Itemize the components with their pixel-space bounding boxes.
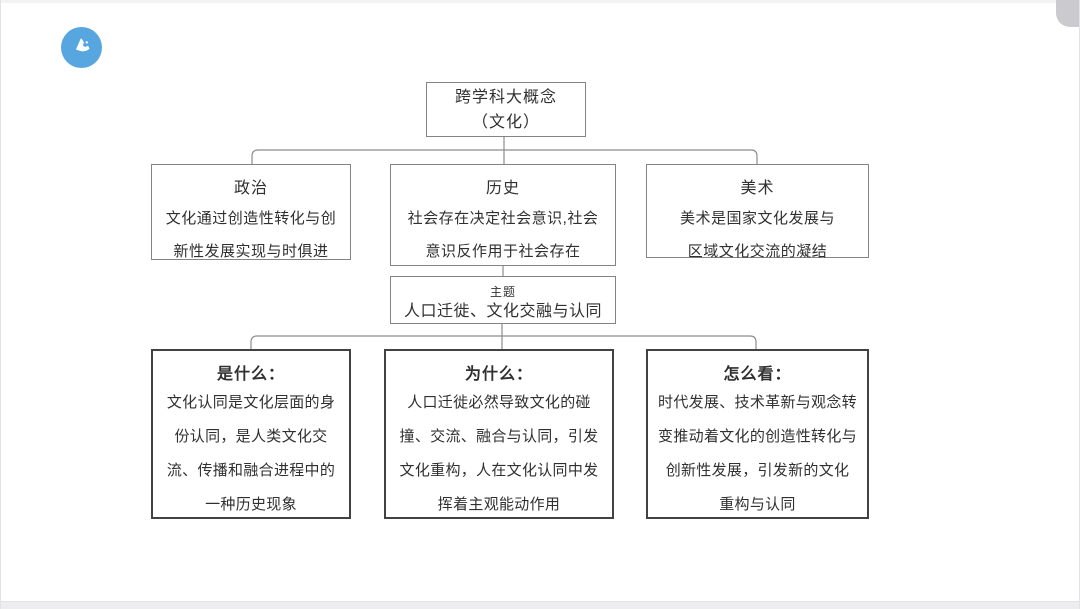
- question-body: 文化认同是文化层面的身 份认同，是人类文化交 流、传播和融合进程中的 一种历史现…: [166, 394, 336, 513]
- subject-title: 历史: [485, 180, 520, 197]
- rounded-corner-overlay: [1056, 0, 1079, 27]
- subject-body: 社会存在决定社会意识,社会 意识反作用于社会存在: [407, 210, 599, 260]
- node-question-how[interactable]: 怎么看： 时代发展、技术革新与观念转 变推动着文化的创造性转化与 创新性发展，引…: [646, 349, 869, 519]
- node-theme[interactable]: 主题 人口迁徙、文化交融与认同: [390, 276, 616, 324]
- question-title: 是什么：: [216, 366, 285, 383]
- node-politics[interactable]: 政治 文化通过创造性转化与创 新性发展实现与时俱进: [151, 164, 351, 260]
- mountain-logo-icon: [69, 32, 95, 63]
- question-body: 时代发展、技术革新与观念转 变推动着文化的创造性转化与 创新性发展，引发新的文化…: [658, 394, 857, 513]
- root-subtitle: （文化）: [471, 113, 540, 131]
- root-title: 跨学科大概念: [454, 88, 557, 106]
- node-root[interactable]: 跨学科大概念 （文化）: [426, 82, 586, 137]
- subject-title: 美术: [740, 180, 775, 197]
- node-art[interactable]: 美术 美术是国家文化发展与 区域文化交流的凝结: [646, 164, 869, 260]
- bottom-edge-strip: [1, 601, 1079, 609]
- node-question-why[interactable]: 为什么： 人口迁徙必然导致文化的碰 撞、交流、融合与认同，引发 文化重构，人在文…: [384, 349, 614, 519]
- app-logo[interactable]: [61, 27, 102, 68]
- node-question-what[interactable]: 是什么： 文化认同是文化层面的身 份认同，是人类文化交 流、传播和融合进程中的 …: [151, 349, 351, 519]
- theme-label: 主题: [489, 285, 516, 299]
- question-body: 人口迁徙必然导致文化的碰 撞、交流、融合与认同，引发 文化重构，人在文化认同中发…: [399, 394, 599, 513]
- question-title: 为什么：: [464, 366, 533, 383]
- subject-body: 文化通过创造性转化与创 新性发展实现与时俱进: [165, 210, 337, 260]
- theme-title: 人口迁徙、文化交融与认同: [403, 303, 602, 320]
- subject-body: 美术是国家文化发展与 区域文化交流的凝结: [679, 210, 835, 260]
- subject-title: 政治: [233, 180, 268, 197]
- question-title: 怎么看：: [723, 366, 792, 383]
- node-history[interactable]: 历史 社会存在决定社会意识,社会 意识反作用于社会存在: [390, 164, 616, 266]
- top-edge-strip: [1, 0, 1079, 3]
